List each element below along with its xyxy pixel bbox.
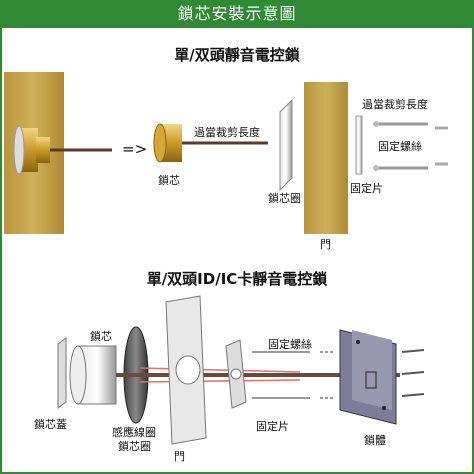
label-cylinder-cover: 鎖芯蓋 (34, 418, 67, 431)
label-lock-body: 鎖體 (364, 434, 386, 447)
label-fixing-plate: 固定片 (350, 182, 383, 195)
door-panel (304, 82, 348, 234)
label-cylinder-ring: 鎖芯圈 (268, 192, 301, 205)
label-fixing-screws: 固定螺絲 (378, 140, 422, 153)
label-cylinder-length: 過當裁剪長度 (194, 126, 260, 139)
label-lock-cylinder-2: 鎖芯 (90, 330, 112, 343)
fixing-screws-2 (252, 351, 334, 399)
label-lock-cylinder: 鎖芯 (158, 174, 180, 187)
arrow-symbol: => (122, 140, 148, 158)
fixing-plate-2 (225, 339, 247, 409)
page-title: 鎖芯安裝示意圖 (177, 4, 297, 23)
label-induction-coil: 感應線圈 (112, 426, 156, 439)
door-panel-2 (165, 295, 207, 445)
installed-lock-door (4, 72, 112, 234)
section1-title: 單/双頭靜音電控鎖 (174, 46, 300, 64)
label-fixing-screws-2: 固定螺絲 (268, 338, 312, 351)
section2-title: 單/双頭ID/IC卡靜音電控鎖 (146, 270, 328, 288)
label-fixing-plate-2: 固定片 (256, 420, 289, 433)
lock-cylinder-2 (69, 345, 117, 405)
fixing-plate-part (355, 115, 363, 175)
header-bar: 鎖芯安裝示意圖 (0, 0, 474, 28)
label-cylinder-ring-2: 鎖芯圈 (118, 440, 151, 453)
cylinder-ring-plate (279, 98, 293, 192)
cylinder-cover-part (57, 337, 67, 409)
wire (139, 367, 301, 373)
fixing-screws-part (373, 121, 448, 171)
wire (139, 379, 301, 383)
lock-cylinder-part (153, 123, 268, 163)
label-cut-length: 過當裁剪長度 (362, 98, 428, 111)
label-door: 門 (320, 238, 331, 251)
label-door-2: 門 (174, 450, 185, 463)
lock-body-part (339, 329, 425, 425)
